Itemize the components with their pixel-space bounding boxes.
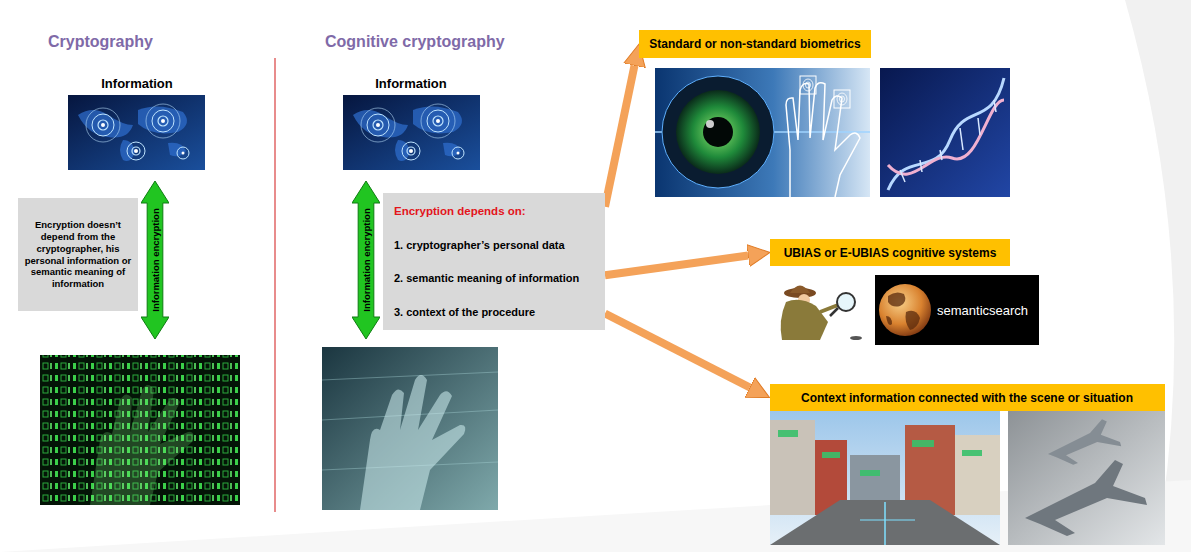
digital-hand-image [322,347,498,510]
section-heading: Cognitive cryptography [325,33,505,51]
street-scene-image [860,470,880,476]
detective-image [781,300,828,340]
street-scene-image [912,440,934,447]
street-scene-image [770,410,1000,545]
world-map-image [343,95,480,170]
biometrics-eye-image [837,93,847,105]
street-scene-image [822,452,840,458]
dna-helix-image [920,160,922,172]
biometrics-eye-image [655,68,870,197]
section-banner: Context information connected with the s… [770,384,1165,411]
street-scene-image [770,420,815,515]
double-arrow: Information encryption [352,181,380,339]
globe-icon [888,292,905,306]
connector-arrow [605,255,748,275]
logo-text: semanticsearch [937,303,1028,318]
detective-image [770,275,870,345]
biometrics-eye-image [706,120,714,128]
dna-helix-image [880,68,1010,197]
double-arrow: Information encryption [141,181,169,339]
dna-helix-image [978,118,980,135]
logo-box: semanticsearch [875,275,1039,345]
street-scene-image [860,520,915,521]
globe-icon [886,316,892,325]
street-scene-image [884,502,886,545]
digital-hand-image [322,347,498,510]
dna-helix-image [994,100,996,112]
biometrics-eye-image [803,79,813,91]
digital-hand-image [360,375,465,510]
globe-icon [879,284,931,336]
biometrics-eye-image [786,83,860,197]
list-heading: Encryption depends on: [394,205,595,217]
street-scene-image [770,500,1000,545]
digital-hand-image [322,372,498,380]
connector-arrow [605,66,635,207]
image-caption: Information [375,76,447,91]
section-heading: Cryptography [48,33,153,51]
biometrics-eye-image [676,90,760,174]
binary-code-image [40,355,240,505]
divider-line [275,58,276,512]
globe-icon [879,284,931,336]
street-scene-image [770,410,1000,545]
dna-helix-image [900,170,905,182]
detective-image [790,286,810,294]
street-scene-image [955,435,1000,515]
dna-helix-image [940,150,942,160]
fighter-jets-image [1008,410,1165,545]
dna-helix-image [880,68,1010,197]
binary-code-image [40,355,240,505]
biometrics-eye-image [840,96,845,102]
connector-arrow [605,314,750,388]
list-item: 2. semantic meaning of information [394,272,595,284]
street-scene-image [778,430,798,437]
double-arrow-shape [352,181,380,339]
section-banner: Standard or non-standard biometrics [639,30,871,58]
detective-image [770,275,870,345]
street-scene-image [962,450,982,456]
dna-helix-image [888,100,1004,174]
note-text: Encryption doesn’t depend from the crypt… [23,219,133,290]
fighter-jets-image [1048,419,1121,465]
banner-text: Context information connected with the s… [801,391,1133,405]
biometrics-eye-image [834,90,850,108]
double-arrow-shape [141,181,169,339]
world-map-image [68,95,480,170]
biometrics-eye-image [662,76,774,188]
biometrics-eye-image [655,68,870,197]
world-map-image [68,95,205,170]
fighter-jets-image [1025,460,1147,536]
list-item: 3. context of the procedure [394,306,595,318]
dna-helix-image [888,78,1004,190]
section-banner: UBIAS or E-UBIAS cognitive systems [770,239,1010,266]
banner-text: Standard or non-standard biometrics [649,37,860,51]
arrow-text: Information encryption [150,208,161,311]
globe-icon [906,311,921,330]
biometrics-eye-image [800,76,816,94]
divider-line [274,58,276,512]
image-caption: Information [101,76,173,91]
dna-helix-image [960,128,963,150]
list-box: Encryption depends on: 1. cryptographer’s… [383,193,605,330]
note-box: Encryption doesn’t depend from the crypt… [18,198,138,311]
biometrics-eye-image [806,82,811,88]
biometrics-eye-image [703,117,733,147]
detective-image [850,336,862,340]
list-item: 1. cryptographer’s personal data [394,239,595,251]
fighter-jets-image [1008,410,1165,545]
detective-image [837,293,855,311]
banner-text: UBIAS or E-UBIAS cognitive systems [784,246,997,260]
arrow-text: Information encryption [361,208,372,311]
binary-code-image [90,385,193,505]
detective-image [830,308,838,316]
